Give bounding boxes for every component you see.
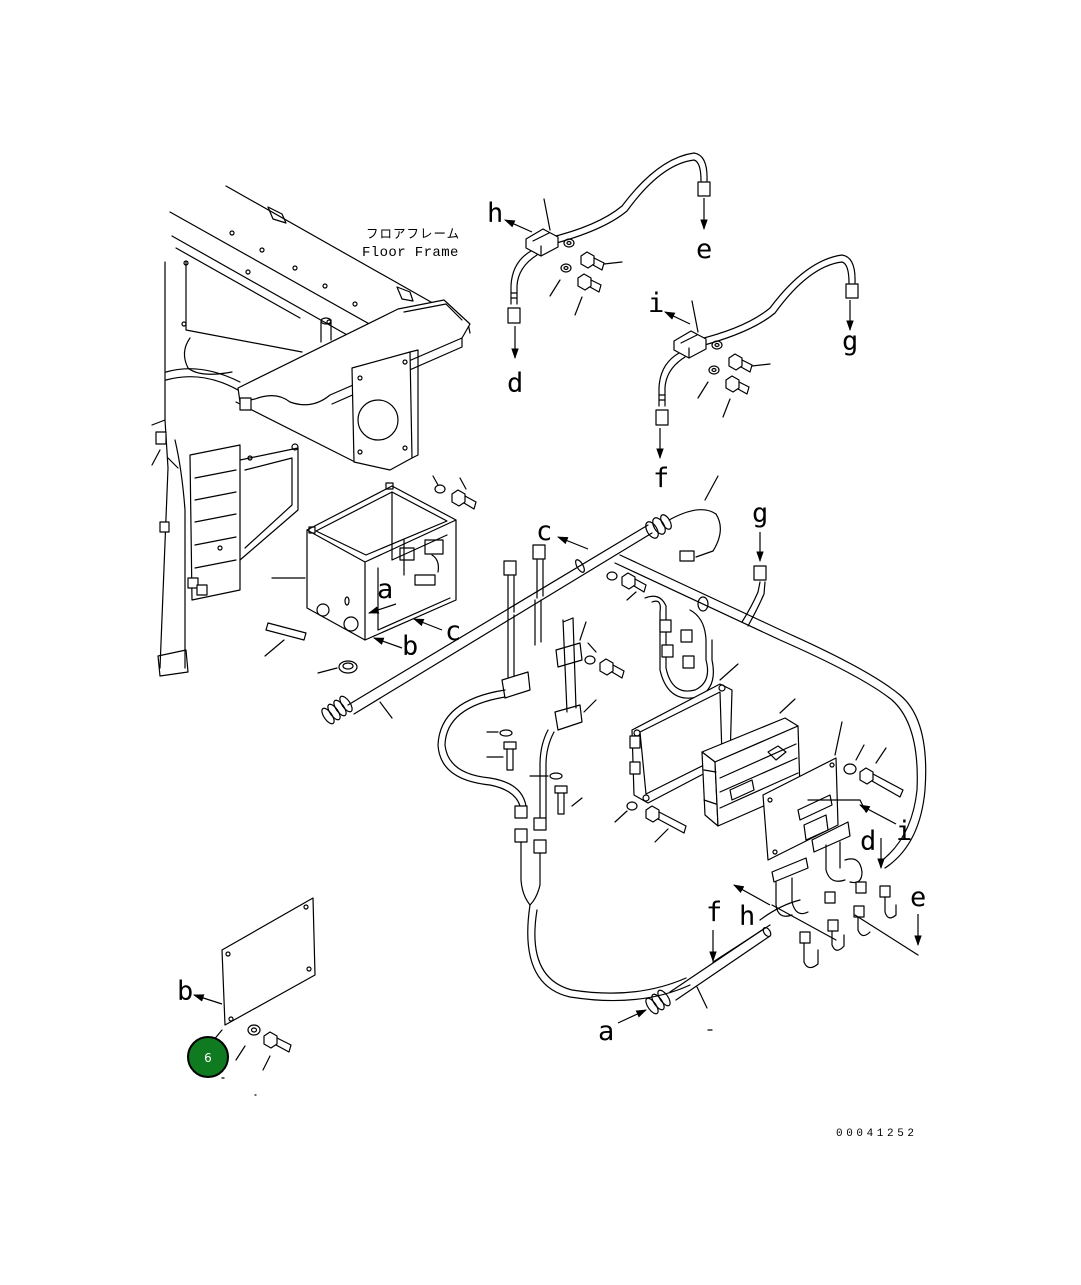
callout-c-upper: c <box>536 516 552 547</box>
gasket <box>264 622 307 657</box>
callout-d-top: d <box>507 368 523 399</box>
harness-clamp-assembly-lower <box>655 254 859 426</box>
harness-clamp-assembly-upper <box>507 152 711 324</box>
harness-brackets <box>501 617 597 731</box>
callout-h-right: h <box>739 901 755 932</box>
callout-f-top: f <box>653 463 669 494</box>
callout-i-top: i <box>648 288 664 319</box>
floor-frame-label-en: Floor Frame <box>362 245 459 261</box>
callout-d-right: d <box>860 826 876 857</box>
callout-c-box: c <box>445 616 461 647</box>
floor-frame <box>151 185 471 677</box>
callout-g-top: g <box>842 326 858 357</box>
badge-number[interactable]: 6 <box>204 1051 212 1065</box>
callout-a-box: a <box>377 574 393 605</box>
grommet <box>317 660 358 674</box>
callout-a-bottom: a <box>598 1016 614 1047</box>
main-harness <box>321 475 927 869</box>
floor-frame-label-jp: フロアフレーム <box>366 226 460 241</box>
drawing-number: 00041252 <box>836 1128 918 1140</box>
callout-e-right: e <box>910 882 926 913</box>
box-mounting-bolt <box>432 475 477 510</box>
callout-h-top: h <box>487 198 503 229</box>
callout-i-right: i <box>896 816 912 847</box>
badge-circle[interactable] <box>187 1036 229 1078</box>
callout-b-bottom: b <box>177 976 193 1007</box>
cover-plate <box>211 897 316 1096</box>
item-number-badge[interactable]: 6 <box>187 1036 229 1078</box>
callout-letters: h e d i g f c a b c g i d h e f a b <box>177 198 926 1047</box>
callout-f-right: f <box>706 897 722 928</box>
bolts-and-washers <box>486 571 904 843</box>
callout-e-top: e <box>696 234 712 265</box>
callout-arrows <box>192 198 922 1024</box>
relay-bracket <box>712 721 919 969</box>
controller-module <box>701 698 801 827</box>
callout-g-mid: g <box>752 498 768 529</box>
callout-b-box: b <box>402 631 418 662</box>
electrical-box <box>271 482 457 641</box>
